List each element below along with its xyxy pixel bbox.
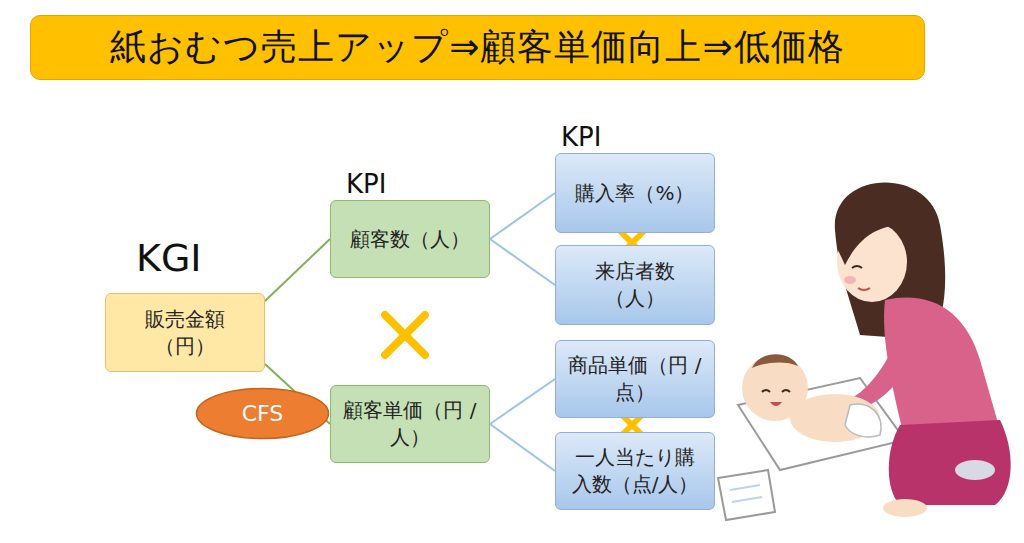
box-label: 販売金額 （円） [106,306,264,360]
kpi-box: 顧客単価（円 /人） [330,385,490,463]
level-heading: KPI [346,169,386,199]
box-label: 顧客単価（円 /人） [331,397,489,451]
mother-baby-illustration [718,182,1011,520]
kpi-sub-box: 来店者数 （人） [555,245,715,325]
tree-connector [265,239,330,301]
box-label: 顧客数（人） [338,226,482,253]
tree-connector [490,193,555,239]
kgi-box: KGI販売金額 （円） [105,293,265,372]
ellipse-shape [197,389,329,439]
box-label: 来店者数 （人） [556,258,714,312]
level-heading: KPI [561,122,601,152]
box-label: 商品単価（円 /点） [556,352,714,406]
title-text: 紙おむつ売上アップ⇒顧客単価向上⇒低価格 [110,23,844,72]
box-label: 一人当たり購 入数（点/人） [556,444,714,498]
box-label: 購入率（%） [563,180,706,207]
kpi-sub-box: KPI購入率（%） [555,153,715,233]
cfs-ellipse: CFS [195,387,330,440]
kpi-box: KPI顧客数（人） [330,200,490,278]
kpi-sub-box: 一人当たり購 入数（点/人） [555,432,715,510]
tree-connector [490,379,555,424]
title-band: 紙おむつ売上アップ⇒顧客単価向上⇒低価格 [30,15,925,80]
multiply-cross [385,315,425,355]
tree-connector [490,239,555,285]
tree-connector [490,424,555,471]
kpi-sub-box: 商品単価（円 /点） [555,340,715,418]
level-heading: KGI [136,236,202,280]
box-label: CFS [230,399,296,429]
